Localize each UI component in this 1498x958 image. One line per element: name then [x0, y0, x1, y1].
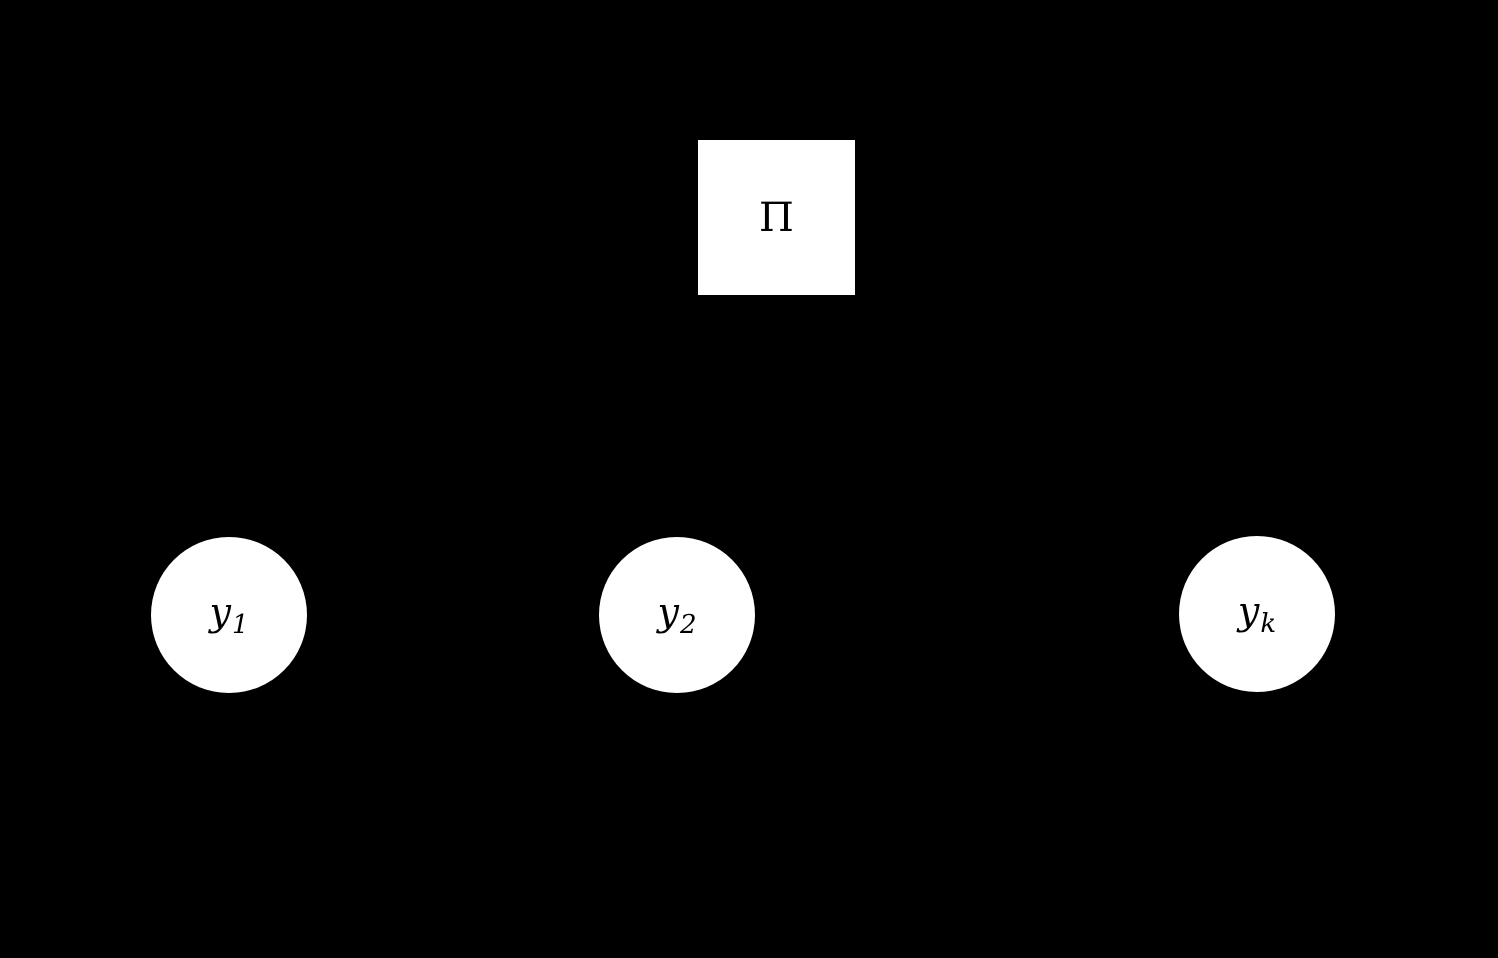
variable-node-subscript: 2	[679, 609, 697, 640]
variable-node-subscript: 1	[231, 609, 249, 640]
variable-node-label: y1	[209, 593, 248, 638]
variable-node-subscript: k	[1260, 608, 1277, 639]
variable-node-base: y	[1237, 588, 1260, 633]
factor-node-label: Π	[759, 194, 794, 241]
variable-node-label: yk	[1238, 592, 1276, 637]
variable-node-base: y	[209, 589, 231, 634]
variable-node-y1: y1	[151, 537, 307, 693]
variable-node-base: y	[657, 589, 679, 634]
factor-node-pi: Π	[698, 140, 855, 295]
variable-node-yk: yk	[1179, 536, 1335, 692]
variable-node-y2: y2	[599, 537, 755, 693]
variable-node-label: y2	[657, 593, 696, 638]
